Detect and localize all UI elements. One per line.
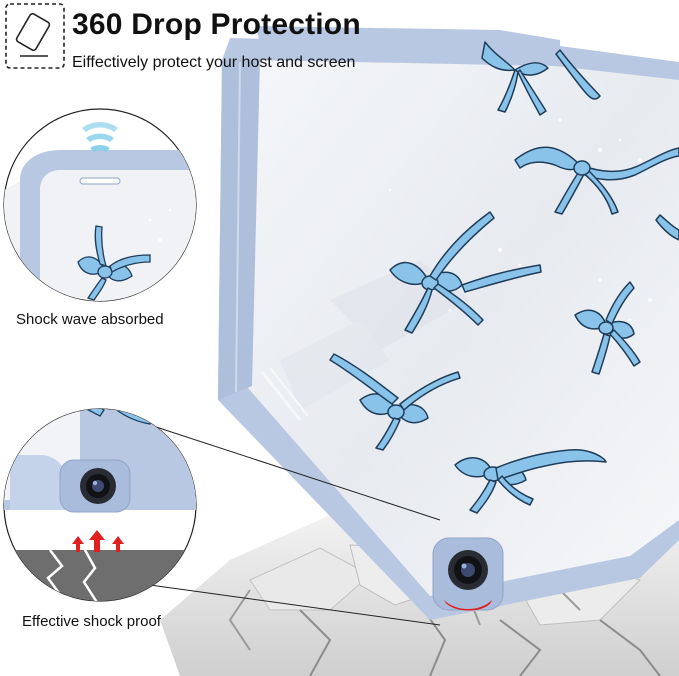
shock-wave-icon xyxy=(82,122,118,152)
ribbon-pattern xyxy=(329,41,679,514)
callout-connector-lines xyxy=(149,424,441,626)
shock-wave-closeup xyxy=(3,108,197,302)
callout-label-shock-wave: Shock wave absorbed xyxy=(16,311,164,328)
page-title: 360 Drop Protection xyxy=(72,8,361,41)
impact-arrows-icon xyxy=(72,530,124,552)
page-subtitle: Eiffectively protect your host and scree… xyxy=(72,54,356,71)
camera-corner xyxy=(432,537,504,611)
callout-label-shock-proof: Effective shock proof xyxy=(22,613,161,630)
tablet-drop-icon xyxy=(5,3,65,69)
tablet-case xyxy=(218,38,679,620)
